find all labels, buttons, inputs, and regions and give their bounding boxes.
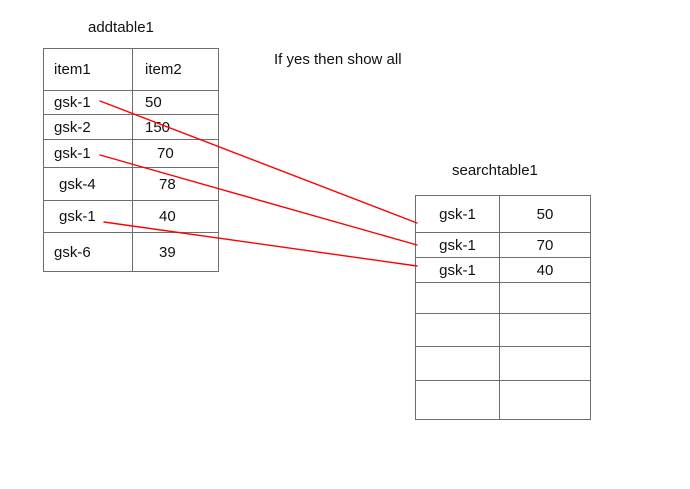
- addtable1-cell-item1: gsk-1: [43, 90, 133, 115]
- searchtable1-cell-item1: gsk-1: [415, 232, 500, 258]
- addtable1: item1 item2 gsk-1 50 gsk-2 150 gsk-1 70 …: [43, 48, 219, 272]
- table-row: gsk-1 70: [43, 139, 219, 168]
- table-row: gsk-1 70: [415, 232, 591, 258]
- searchtable1-cell-item2: [499, 282, 591, 314]
- searchtable1-cell-item1: [415, 346, 500, 381]
- addtable1-header-item2: item2: [132, 48, 219, 91]
- searchtable1-cell-item2: 40: [499, 257, 591, 283]
- table-row: gsk-4 78: [43, 167, 219, 201]
- table-row: gsk-1 40: [43, 200, 219, 233]
- addtable1-caption: addtable1: [88, 19, 154, 36]
- searchtable1-cell-item2: [499, 313, 591, 347]
- searchtable1-cell-item2: [499, 346, 591, 381]
- searchtable1-cell-item1: gsk-1: [415, 257, 500, 283]
- searchtable1-cell-item2: 70: [499, 232, 591, 258]
- searchtable1-cell-item1: [415, 282, 500, 314]
- addtable1-cell-item1: gsk-1: [43, 139, 133, 168]
- searchtable1-caption: searchtable1: [452, 162, 538, 179]
- addtable1-header-item1: item1: [43, 48, 133, 91]
- searchtable1-cell-item1: gsk-1: [415, 195, 500, 233]
- addtable1-cell-item2: 39: [132, 232, 219, 272]
- searchtable1: gsk-1 50 gsk-1 70 gsk-1 40: [415, 195, 591, 420]
- searchtable1-cell-item2: 50: [499, 195, 591, 233]
- table-row-empty: [415, 346, 591, 381]
- addtable1-cell-item2: 40: [132, 200, 219, 233]
- table-row: gsk-6 39: [43, 232, 219, 272]
- table-row: gsk-2 150: [43, 114, 219, 140]
- addtable1-cell-item2: 150: [132, 114, 219, 140]
- table-row-empty: [415, 282, 591, 314]
- table-row-empty: [415, 313, 591, 347]
- addtable1-cell-item2: 50: [132, 90, 219, 115]
- table-row: gsk-1 40: [415, 257, 591, 283]
- table-row: gsk-1 50: [43, 90, 219, 115]
- searchtable1-cell-item1: [415, 380, 500, 420]
- table-row: gsk-1 50: [415, 195, 591, 233]
- searchtable1-cell-item2: [499, 380, 591, 420]
- addtable1-cell-item1: gsk-1: [43, 200, 133, 233]
- addtable1-cell-item2: 70: [132, 139, 219, 168]
- searchtable1-cell-item1: [415, 313, 500, 347]
- addtable1-cell-item2: 78: [132, 167, 219, 201]
- addtable1-cell-item1: gsk-6: [43, 232, 133, 272]
- table-row-empty: [415, 380, 591, 420]
- note-if-yes-then-show-all: If yes then show all: [274, 51, 402, 68]
- addtable1-cell-item1: gsk-2: [43, 114, 133, 140]
- table-row-header: item1 item2: [43, 48, 219, 91]
- addtable1-cell-item1: gsk-4: [43, 167, 133, 201]
